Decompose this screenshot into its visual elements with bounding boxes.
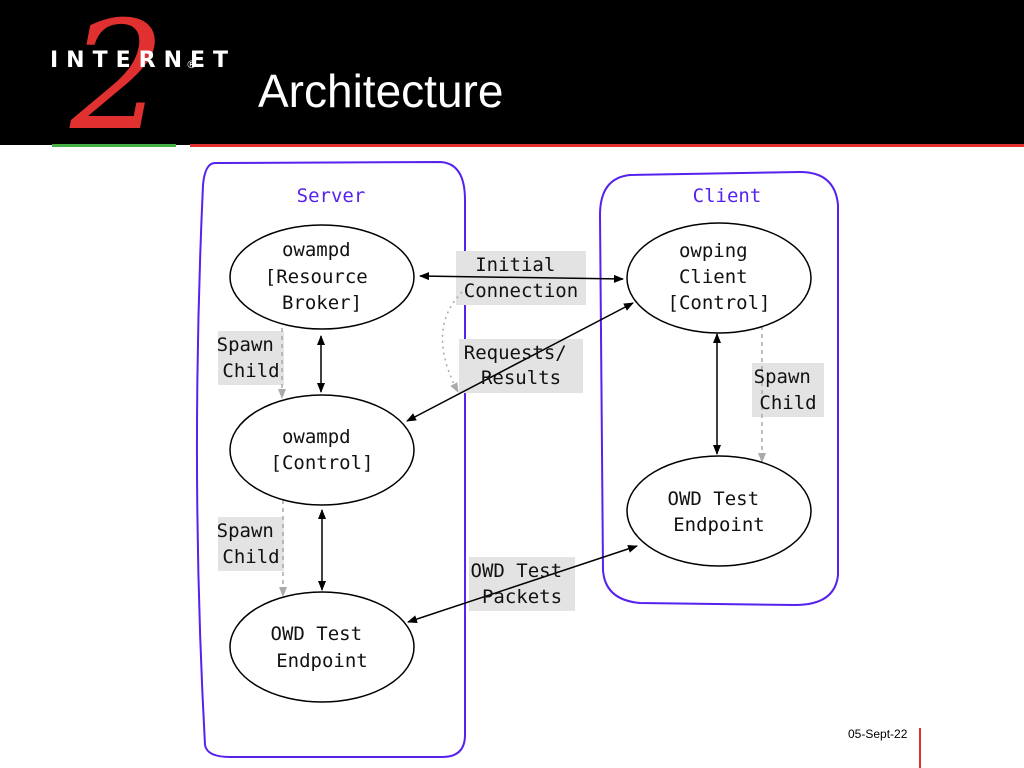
slide-date: 05-Sept-22 — [848, 727, 908, 741]
node-label-line: Endpoint — [673, 514, 765, 536]
edge-requests-results — [406, 302, 634, 422]
node-client-control — [626, 222, 812, 334]
slide-title: Architecture — [258, 65, 504, 117]
edge-owd-test-packets — [407, 545, 638, 623]
slide-header — [0, 0, 1024, 145]
header-rule-green — [52, 144, 176, 147]
client-group-label: Client — [693, 185, 762, 207]
server-spawn-2-label-bg — [218, 517, 284, 571]
logo-registered-mark: ® — [186, 58, 197, 71]
node-client-endpoint-label: OWD Test Endpoint — [668, 488, 771, 536]
server-group-outline — [195, 160, 466, 758]
node-label-line: OWD Test — [271, 623, 363, 645]
edge-label-line: OWD Test — [471, 560, 563, 582]
node-server-control-label: owampd [Control] — [271, 426, 374, 474]
logo-wordmark: INTERNET — [50, 48, 237, 73]
logo-numeral: 2 — [69, 10, 165, 140]
edge-label-line: Spawn — [754, 366, 811, 388]
node-label-line: [Control] — [668, 292, 771, 314]
node-label-line: OWD Test — [668, 488, 760, 510]
edge-label-line: Connection — [464, 280, 578, 302]
header-rule-red — [190, 144, 1024, 147]
node-client-endpoint — [626, 455, 812, 567]
edge-label-line: Packets — [482, 586, 562, 608]
server-spawn-2-label: Spawn Child — [217, 520, 286, 568]
edge-label-line: Initial — [475, 254, 555, 276]
node-label-line: owampd — [282, 426, 351, 448]
node-server-broker-label: owampd [Resource Broker] — [265, 239, 379, 314]
numeral-two-logo-mark: 2 — [69, 10, 165, 140]
node-label-line: Broker] — [282, 292, 362, 314]
edge-label-line: Child — [759, 392, 816, 414]
node-label-line: [Resource — [265, 266, 368, 288]
client-spawn-label: Spawn Child — [754, 366, 823, 414]
owd-test-packets-label: OWD Test Packets — [471, 560, 574, 608]
requests-results-label: Requests/ Results — [464, 342, 578, 389]
edge-label-line: Requests/ — [464, 342, 567, 364]
initial-connection-label: Initial Connection — [464, 254, 578, 302]
client-group-outline — [598, 170, 839, 607]
edge-initial-connection — [419, 272, 624, 283]
edge-label-line: Spawn — [217, 334, 274, 356]
client-spawn-label-bg — [752, 363, 824, 417]
server-spawn-1-label: Spawn Child — [217, 334, 286, 382]
footer-accent-bar — [919, 728, 921, 768]
node-server-endpoint — [229, 591, 415, 703]
edge-label-line: Spawn — [217, 520, 274, 542]
server-group-label: Server — [297, 185, 366, 207]
edge-broker-to-control-dotted — [441, 291, 463, 393]
node-label-line: Endpoint — [276, 650, 368, 672]
node-client-control-label: owping Client [Control] — [668, 240, 771, 314]
node-label-line: [Control] — [271, 452, 374, 474]
node-label-line: owampd — [282, 239, 351, 261]
server-spawn-1-label-bg — [218, 331, 284, 385]
node-label-line: owping — [679, 240, 748, 262]
edge-label-line: Results — [481, 367, 561, 389]
node-label-line: Client — [679, 266, 748, 288]
node-server-control — [229, 394, 415, 506]
edge-label-line: Child — [222, 546, 279, 568]
node-server-endpoint-label: OWD Test Endpoint — [271, 623, 374, 672]
edge-label-line: Child — [222, 360, 279, 382]
node-server-broker — [229, 224, 415, 330]
